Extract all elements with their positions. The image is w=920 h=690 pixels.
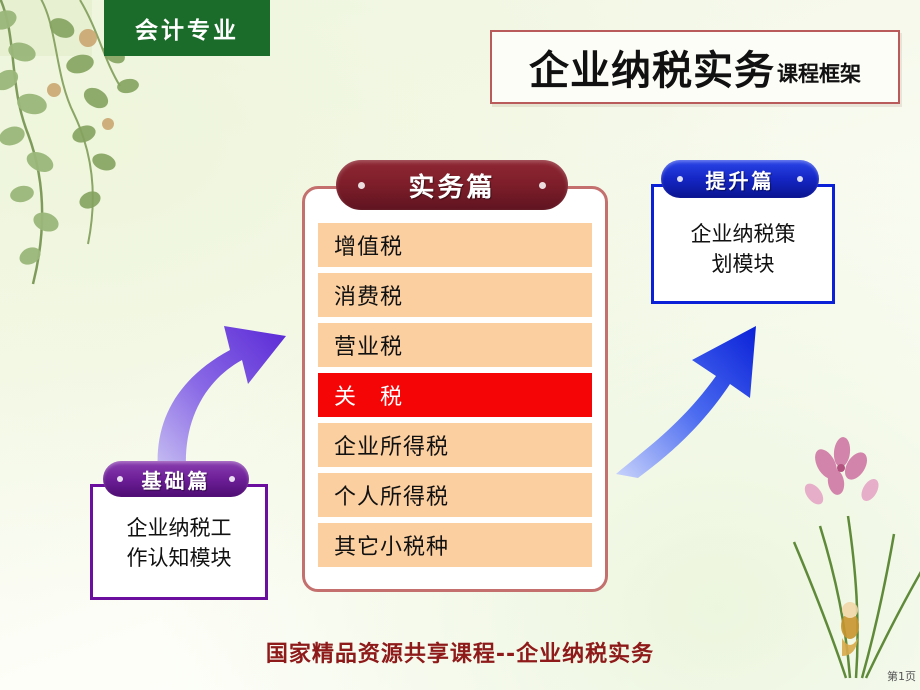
list-item[interactable]: 企业所得税 <box>318 423 592 467</box>
practice-module-panel: 增值税 消费税 营业税 关 税 企业所得税 个人所得税 其它小税种 <box>302 186 608 592</box>
practice-module-label: 实务篇 <box>408 172 496 203</box>
bullet-dot-icon <box>677 176 683 182</box>
advance-module-line1: 企业纳税策 <box>690 222 796 246</box>
arrow-basic-to-practice <box>120 300 320 480</box>
page-title-box: 企业纳税实务 课程框架 <box>490 30 900 104</box>
arrow-practice-to-advance <box>610 290 790 480</box>
page-subtitle: 课程框架 <box>777 62 861 86</box>
major-tag: 会计专业 <box>104 0 270 56</box>
page-number-badge: 第1页 <box>887 670 916 683</box>
basic-module-label: 基础篇 <box>141 468 211 493</box>
advance-module-header: 提升篇 <box>661 160 819 198</box>
list-item[interactable]: 营业税 <box>318 323 592 367</box>
list-item[interactable]: 增值税 <box>318 223 592 267</box>
advance-module-body: 企业纳税策 划模块 <box>654 219 832 279</box>
bullet-dot-icon <box>539 182 546 189</box>
basic-module-box: 企业纳税工 作认知模块 <box>90 484 268 600</box>
footer-caption: 国家精品资源共享课程--企业纳税实务 <box>265 642 655 667</box>
basic-module-line2: 作认知模块 <box>126 546 232 570</box>
bullet-dot-icon <box>117 476 123 482</box>
bullet-dot-icon <box>229 476 235 482</box>
page-title: 企业纳税实务 <box>529 48 775 94</box>
practice-module-header: 实务篇 <box>336 160 568 210</box>
advance-module-line2: 划模块 <box>711 252 775 276</box>
list-item-highlighted[interactable]: 关 税 <box>318 373 592 417</box>
basic-module-line1: 企业纳税工 <box>126 516 232 540</box>
advance-module-box: 企业纳税策 划模块 <box>651 184 835 304</box>
advance-module-label: 提升篇 <box>705 168 775 193</box>
tax-type-list: 增值税 消费税 营业税 关 税 企业所得税 个人所得税 其它小税种 <box>318 223 592 573</box>
list-item[interactable]: 其它小税种 <box>318 523 592 567</box>
list-item[interactable]: 个人所得税 <box>318 473 592 517</box>
basic-module-body: 企业纳税工 作认知模块 <box>93 513 265 573</box>
bullet-dot-icon <box>358 182 365 189</box>
basic-module-header: 基础篇 <box>103 461 249 497</box>
major-tag-label: 会计专业 <box>135 18 239 44</box>
list-item[interactable]: 消费税 <box>318 273 592 317</box>
bullet-dot-icon <box>797 176 803 182</box>
